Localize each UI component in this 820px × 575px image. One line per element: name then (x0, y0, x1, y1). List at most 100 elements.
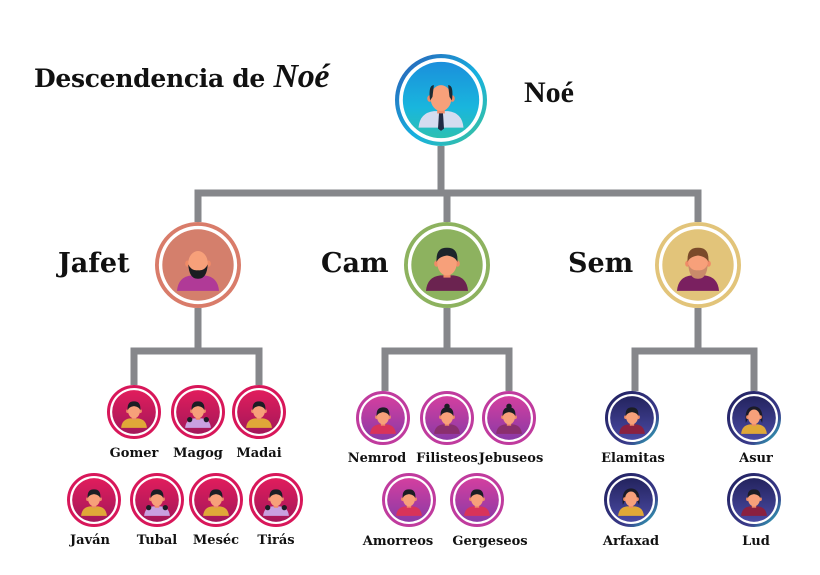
hair-tail (162, 505, 168, 511)
grandchild-label: Arfaxad (602, 534, 660, 549)
shirt (81, 506, 107, 516)
grandchild-node (356, 391, 410, 445)
connector-lines (130, 146, 758, 391)
face (210, 491, 222, 507)
hair (448, 85, 453, 101)
shirt (741, 424, 767, 434)
son-node-jafet (154, 221, 241, 308)
face (748, 491, 760, 507)
shirt (425, 275, 469, 291)
grandchild-node (727, 473, 781, 527)
face (437, 251, 457, 276)
curly-woman-icon (618, 488, 644, 516)
face (128, 403, 140, 419)
woman-bun-icon (496, 403, 522, 434)
face (377, 409, 389, 425)
hair-tail (187, 417, 193, 423)
hair-tail (281, 505, 287, 511)
beard (688, 264, 708, 279)
hair (745, 406, 763, 424)
man-icon (370, 407, 396, 434)
hair (622, 488, 640, 506)
face (253, 403, 265, 419)
hair (440, 407, 454, 417)
grandchild-node (450, 473, 504, 527)
grandchild-label: Elamitas (601, 451, 665, 466)
grandchild-label: Nemrod (347, 451, 407, 466)
face (192, 403, 204, 419)
shirt (619, 424, 645, 434)
man-icon (619, 407, 645, 434)
person-nodes (67, 53, 781, 527)
son-node-sem (654, 221, 741, 308)
connector-line (130, 347, 263, 385)
title-prefix: Descendencia de (34, 64, 266, 93)
boy-icon (121, 401, 147, 428)
grandchild-node (107, 385, 161, 439)
face (688, 251, 708, 276)
shirt (741, 506, 767, 516)
boy-icon (203, 489, 229, 516)
grandchild-label: Tubal (136, 533, 178, 548)
grandchild-node (171, 385, 225, 439)
hair (429, 85, 434, 101)
hair (687, 247, 709, 263)
shirt (246, 418, 272, 428)
shirt (121, 418, 147, 428)
shirt (676, 275, 720, 291)
girl-icon (263, 489, 289, 516)
face (503, 409, 515, 425)
man-icon (464, 489, 490, 516)
grandchild-node (604, 473, 658, 527)
man-icon (741, 489, 767, 516)
connector-line (381, 347, 513, 391)
grandchild-label: Magog (173, 446, 223, 461)
hair-tail (203, 417, 209, 423)
grandchild-node (232, 385, 286, 439)
grandchild-label: Tirás (257, 533, 295, 548)
grandchild-node (605, 391, 659, 445)
dark-haired-man-icon (425, 247, 469, 291)
grandchild-label: Jebuseos (478, 451, 544, 466)
woman-bun-icon (434, 403, 460, 434)
face (270, 491, 282, 507)
grandchild-label: Amorreos (362, 534, 434, 549)
hair (625, 407, 639, 417)
bald-man-shirt-tie-icon (418, 85, 464, 131)
face (151, 491, 163, 507)
man-icon (396, 489, 422, 516)
hair (127, 401, 141, 411)
face (625, 491, 637, 507)
face (430, 85, 452, 112)
girl-icon (185, 401, 211, 428)
face (471, 491, 483, 507)
grandchild-node (727, 391, 781, 445)
son-label-cam: Cam (321, 248, 389, 279)
title-name: Noé (273, 58, 330, 95)
shirt (176, 275, 220, 291)
hair (252, 401, 266, 411)
hair-tail (265, 505, 271, 511)
brown-haired-bearded-man-icon (676, 247, 720, 291)
grandchild-label: Javán (69, 533, 111, 548)
shirt (464, 506, 490, 516)
face (88, 491, 100, 507)
face (188, 251, 208, 276)
bald-bearded-man-icon (176, 251, 220, 291)
grandchild-label: Meséc (192, 533, 240, 548)
face (748, 409, 760, 425)
shirt (618, 506, 644, 516)
root-label: Noé (524, 76, 574, 109)
hair (150, 489, 164, 499)
root-node-noe (395, 53, 488, 147)
hair (87, 489, 101, 499)
girl-icon (144, 489, 170, 516)
son-label-jafet: Jafet (58, 248, 130, 279)
grandchild-node (189, 473, 243, 527)
shirt (370, 424, 396, 434)
hair-tail (146, 505, 152, 511)
boy-icon (81, 489, 107, 516)
boy-icon (246, 401, 272, 428)
